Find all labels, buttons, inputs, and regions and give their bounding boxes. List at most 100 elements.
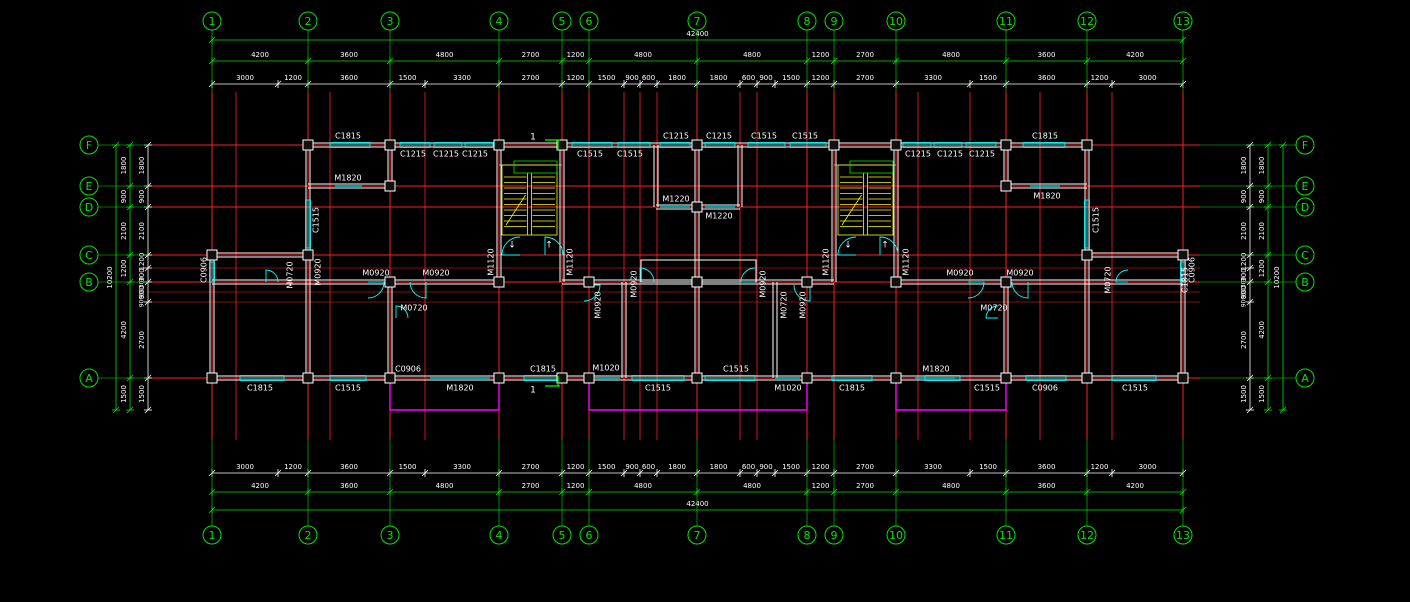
axis-bubble-label: 7 <box>694 15 701 28</box>
dim-side-inner-tick <box>144 406 152 414</box>
door-label: M0720 <box>400 304 427 313</box>
door-label: M1220 <box>662 195 689 204</box>
dim-side-outer-value: 2100 <box>1258 222 1266 240</box>
window-label: C1815 <box>1181 267 1190 293</box>
dim-outer-top-value: 4800 <box>634 51 652 59</box>
column <box>1177 372 1189 384</box>
door-label: M1820 <box>922 365 949 374</box>
dim-inner-top-value: 3300 <box>924 74 942 82</box>
stair-break <box>841 194 862 226</box>
door-swing <box>639 267 655 283</box>
dim-outer-top-value: 1200 <box>812 51 830 59</box>
column <box>384 276 396 288</box>
dim-side-inner-value: 1800 <box>1240 157 1248 175</box>
dim-inner-top-value: 1500 <box>979 74 997 82</box>
dim-inner-top-value: 900 <box>625 74 638 82</box>
column <box>1000 180 1012 192</box>
dim-side-inner-value: 2700 <box>138 331 146 349</box>
door-label: M1020 <box>774 384 801 393</box>
dim-inner-top-tick <box>966 80 974 88</box>
dim-overall-top-value: 42400 <box>686 30 708 38</box>
window-label: C1215 <box>969 150 995 159</box>
column <box>801 372 813 384</box>
dim-inner-top-value: 2700 <box>522 74 540 82</box>
axis-bubble-label: 3 <box>387 529 394 542</box>
dim-outer-bottom-value: 4800 <box>634 482 652 490</box>
dim-outer-top-value: 4800 <box>942 51 960 59</box>
dim-inner-top-value: 1200 <box>284 74 302 82</box>
dim-side-outer-tick <box>126 406 134 414</box>
dim-outer-bottom-value: 2700 <box>522 482 540 490</box>
dim-inner-bottom-value: 1500 <box>979 463 997 471</box>
axis-bubble-label: 6 <box>586 529 593 542</box>
door-label: M0920 <box>314 258 323 285</box>
dim-side-small: 90030300 <box>139 277 146 308</box>
door-label: M0720 <box>286 261 295 288</box>
dim-side-inner-value: 900 <box>138 190 146 203</box>
column <box>493 276 505 288</box>
axis-bubble-label: E <box>1302 180 1309 193</box>
dim-inner-bottom-tick <box>771 469 779 477</box>
axis-bubble-label: 8 <box>804 529 811 542</box>
dim-inner-top-value: 600 <box>742 74 755 82</box>
dim-outer-bottom-value: 1200 <box>567 482 585 490</box>
door-swing <box>409 281 427 299</box>
dim-inner-bottom-value: 1200 <box>812 463 830 471</box>
stair-outline <box>837 164 894 236</box>
axis-bubble-label: A <box>1301 372 1309 385</box>
axis-bubble-label: 3 <box>387 15 394 28</box>
window-label: C1515 <box>723 365 749 374</box>
door-swing <box>740 267 756 283</box>
dim-side-inner-value: 1800 <box>138 157 146 175</box>
dim-inner-bottom-value: 3600 <box>340 463 358 471</box>
column <box>206 372 218 384</box>
window-label: C1815 <box>530 365 556 374</box>
dim-side-outer-value: 900 <box>120 190 128 203</box>
window-label: C1815 <box>839 384 865 393</box>
column <box>801 276 813 288</box>
window-label: C1215 <box>663 132 689 141</box>
door-label: M1820 <box>1033 192 1060 201</box>
dim-side-inner-tick <box>144 264 152 272</box>
dim-side-total-value: 10200 <box>1273 266 1281 288</box>
dim-inner-top-value: 3600 <box>1038 74 1056 82</box>
dim-side-inner-value: 300 <box>1240 268 1248 281</box>
stair-landing <box>513 160 558 174</box>
dim-inner-bottom-tick <box>274 469 282 477</box>
dim-inner-top-value: 2700 <box>856 74 874 82</box>
dim-inner-bottom-tick <box>736 469 744 477</box>
door-label: M1120 <box>487 248 496 275</box>
axis-bubble-label: 11 <box>999 529 1013 542</box>
dim-inner-bottom-value: 600 <box>742 463 755 471</box>
dim-inner-top-tick <box>636 80 644 88</box>
stair-arrow: ↑ <box>881 241 889 251</box>
column <box>556 139 568 151</box>
column <box>206 249 218 261</box>
dim-side-inner-value: 900 <box>138 285 146 298</box>
stair-arrow: ↓ <box>844 241 852 251</box>
column <box>1000 139 1012 151</box>
door-label: M1820 <box>334 174 361 183</box>
axis-bubble-label: F <box>1302 139 1308 152</box>
balcony-outline <box>588 380 808 411</box>
door-label: M0920 <box>422 269 449 278</box>
column <box>493 139 505 151</box>
dim-inner-bottom-value: 1800 <box>668 463 686 471</box>
window-label: C1215 <box>462 150 488 159</box>
dim-inner-bottom-value: 3300 <box>453 463 471 471</box>
column <box>828 139 840 151</box>
column <box>583 276 595 288</box>
axis-bubble-label: D <box>85 201 93 214</box>
dim-inner-top-value: 600 <box>642 74 655 82</box>
window-label: C1815 <box>247 384 273 393</box>
column <box>384 372 396 384</box>
axis-bubble-label: 5 <box>559 529 566 542</box>
dim-inner-top-value: 900 <box>759 74 772 82</box>
stairs: ↓↑↓↑ <box>501 160 894 251</box>
column <box>890 276 902 288</box>
stair-break <box>505 194 526 226</box>
door-swing <box>985 305 999 319</box>
dim-inner-bottom-value: 3600 <box>1038 463 1056 471</box>
